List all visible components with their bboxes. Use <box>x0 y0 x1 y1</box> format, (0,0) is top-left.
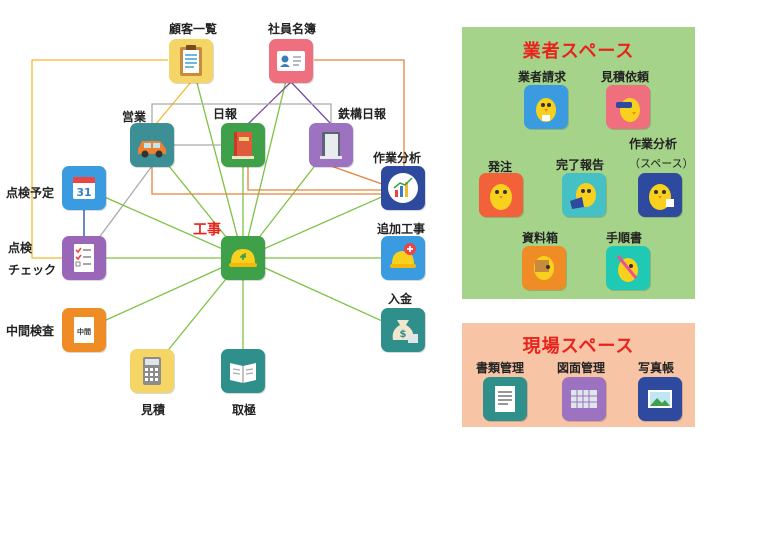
blueprint-icon[interactable] <box>562 377 606 421</box>
schedule-label: 点検予定 <box>6 186 55 200</box>
spoke-interim <box>83 257 244 331</box>
chick-order-icon[interactable] <box>479 173 523 217</box>
chick-manual-icon[interactable] <box>606 246 650 290</box>
open-book-icon[interactable] <box>221 349 265 393</box>
vendor-space-panel: 業者スペース <box>462 27 695 299</box>
employees-label: 社員名簿 <box>267 22 317 36</box>
order-label: 発注 <box>488 160 513 174</box>
checklist-icon[interactable] <box>62 236 106 280</box>
chick-binoculars-icon[interactable] <box>606 85 650 129</box>
daily-label: 日報 <box>213 107 238 121</box>
car-icon[interactable] <box>130 123 174 167</box>
spoke-employees <box>242 59 292 259</box>
link-employees-daily <box>247 81 292 125</box>
link-daily-analysis <box>247 166 382 191</box>
svg-text:$: $ <box>400 329 407 340</box>
estimate-request-label: 見積依頼 <box>601 70 650 84</box>
clipboard-icon[interactable] <box>169 39 213 83</box>
link-employees-analysis <box>314 59 405 168</box>
link-employees-steel <box>290 81 332 125</box>
notebook-icon[interactable] <box>309 123 353 167</box>
sales-label: 営業 <box>122 110 147 124</box>
calculator-icon[interactable] <box>130 349 174 393</box>
link-sales-steel-bracket <box>151 103 332 124</box>
book-icon[interactable] <box>221 123 265 167</box>
extra-work-label: 追加工事 <box>377 222 426 236</box>
estimate-label: 見積 <box>141 403 166 417</box>
materials-label: 資料箱 <box>522 231 559 245</box>
chick-box-icon[interactable] <box>522 246 566 290</box>
helmet-plus-icon[interactable] <box>381 236 425 280</box>
vendor-request-label: 業者請求 <box>518 70 567 84</box>
link-steel-analysis <box>330 165 383 185</box>
payment-label: 入金 <box>388 292 413 306</box>
hub-label: 工事 <box>193 222 221 238</box>
link-customers-sales <box>155 81 192 125</box>
photo-icon[interactable] <box>638 377 682 421</box>
spoke-work-analysis <box>242 187 403 259</box>
analysis-space-label-2: （スペース） <box>629 157 694 170</box>
vendor-space-title: 業者スペース <box>522 41 635 62</box>
chick-request-icon[interactable] <box>524 85 568 129</box>
steel-daily-label: 鉄構日報 <box>338 107 387 121</box>
manual-label: 手順書 <box>606 231 643 245</box>
interim-badge-text: 中間 <box>77 327 91 336</box>
check-label-2: チェック <box>8 263 57 277</box>
helmet-icon[interactable] <box>221 236 265 280</box>
analysis-space-label-1: 作業分析 <box>629 137 678 151</box>
calendar-icon[interactable]: 31 <box>62 166 106 210</box>
drawings-label: 図面管理 <box>557 361 606 375</box>
link-sales-analysis <box>151 166 382 195</box>
money-bag-icon[interactable]: $ <box>381 308 425 352</box>
documents-label: 書類管理 <box>476 361 525 375</box>
check-label-1: 点検 <box>8 241 33 255</box>
id-card-icon[interactable] <box>269 39 313 83</box>
calendar-number: 31 <box>76 186 91 199</box>
inspection-sheet-icon[interactable]: 中間 <box>62 308 106 352</box>
spoke-payment <box>242 257 403 331</box>
chart-icon[interactable] <box>381 166 425 210</box>
site-space-title: 現場スペース <box>522 336 635 357</box>
completion-report-label: 完了報告 <box>556 158 605 172</box>
link-customers-check <box>31 59 168 259</box>
ledger-label: 取極 <box>232 403 257 417</box>
chick-analysis-icon[interactable] <box>638 173 682 217</box>
customers-label: 顧客一覧 <box>168 22 218 36</box>
interim-label: 中間検査 <box>6 324 55 338</box>
chick-laptop-icon[interactable] <box>562 173 606 217</box>
spoke-customers <box>190 59 244 259</box>
work-analysis-label: 作業分析 <box>373 151 422 165</box>
photos-label: 写真帳 <box>638 361 675 375</box>
document-icon[interactable] <box>483 377 527 421</box>
spoke-schedule <box>83 187 244 259</box>
